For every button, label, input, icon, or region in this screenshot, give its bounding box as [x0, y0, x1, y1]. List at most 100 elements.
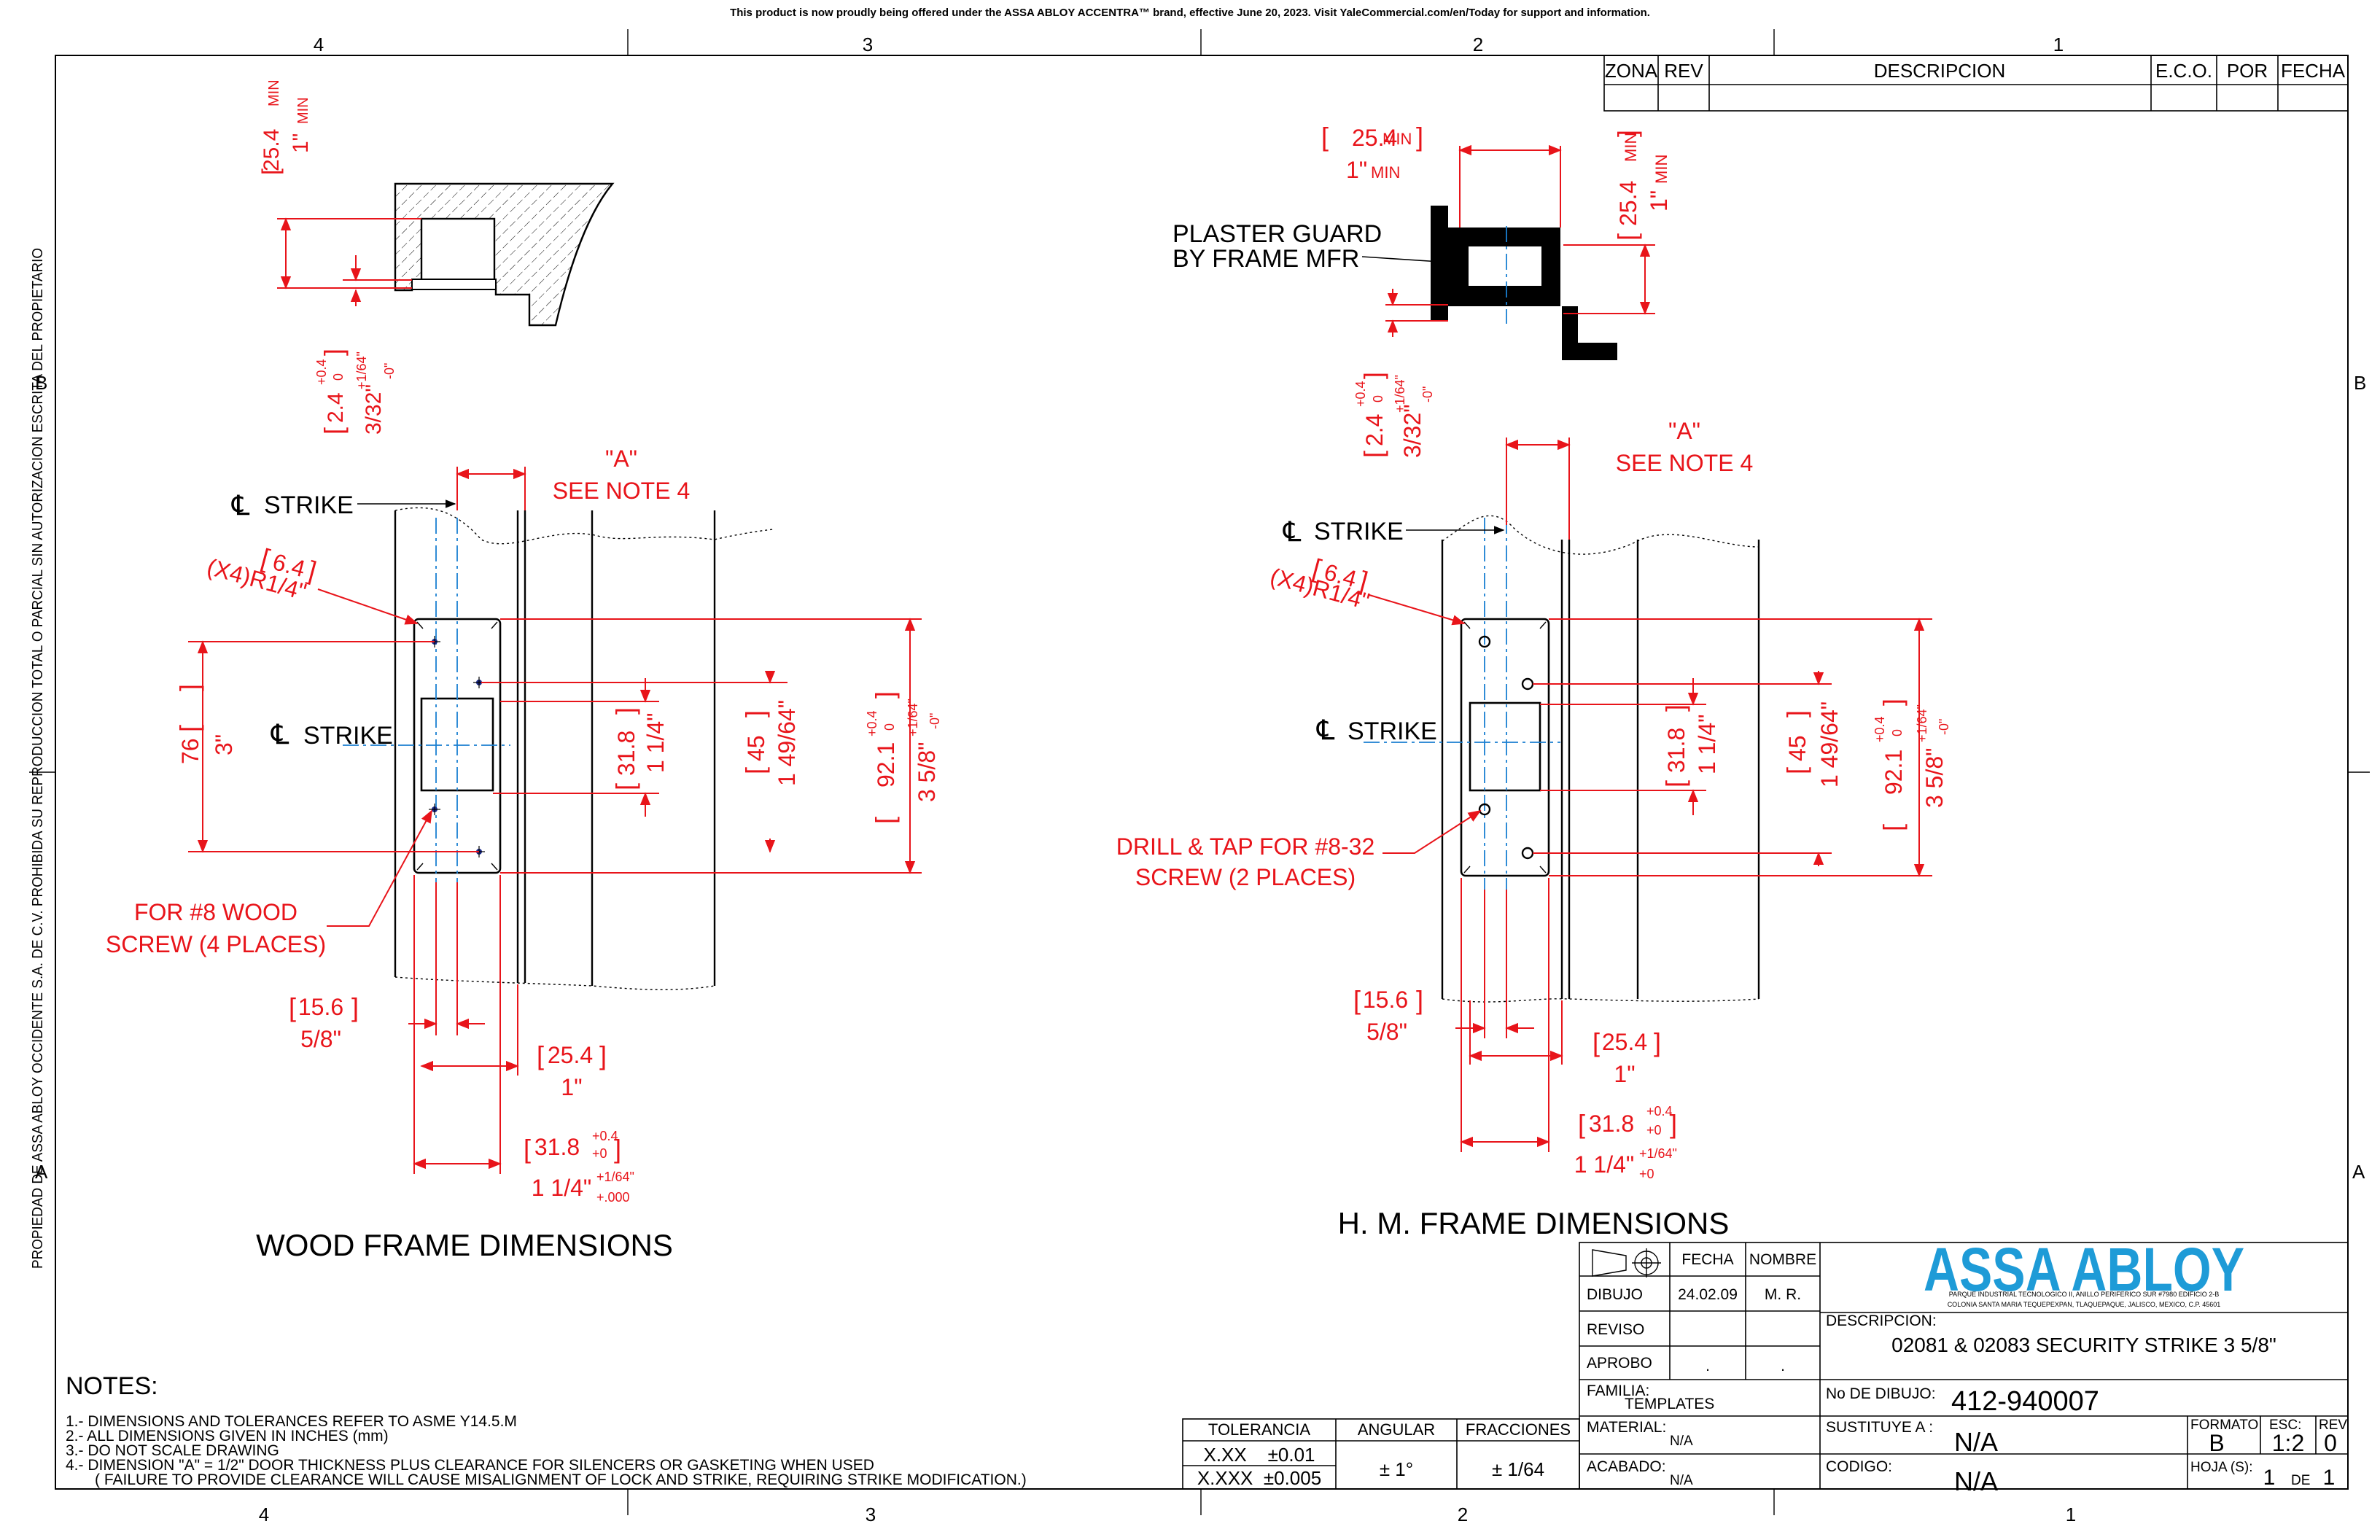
- tb-dibujo-label: DIBUJO: [1587, 1286, 1643, 1303]
- hm-d45-bracket-top: [: [1781, 767, 1811, 774]
- hm-top-dim-mm: 25.4: [1352, 125, 1397, 151]
- tb-descripcion-label: DESCRIPCION:: [1826, 1312, 1937, 1329]
- tb-nombre-header: NOMBRE: [1749, 1251, 1816, 1268]
- wood-lip-bracket-bottom: ]: [319, 349, 349, 356]
- tb-sustituye-label: SUSTITUYE A :: [1826, 1419, 1933, 1436]
- wood-lip-tol-in-minus: -0": [382, 363, 397, 379]
- property-notice: PROPIEDAD DE ASSA ABLOY OCCIDENTE S.A. D…: [30, 248, 46, 1269]
- hm-plaster-guard-2: BY FRAME MFR: [1172, 245, 1359, 273]
- wood-w15-mm: 15.6: [298, 994, 343, 1020]
- hm-w31-tol-mm-plus: +0.4: [1646, 1104, 1673, 1119]
- wood-w25-bracket-l: [: [537, 1041, 544, 1070]
- tb-rev-value: 0: [2324, 1430, 2337, 1456]
- tb-acabado-value: N/A: [1670, 1473, 1693, 1488]
- rev-col-eco: E.C.O.: [2155, 60, 2212, 82]
- hm-d31-in: 1 1/4": [1694, 714, 1720, 774]
- wood-w31-tol-mm-plus: +0.4: [592, 1129, 618, 1143]
- wood-w31-tol-in-plus: +1/64": [596, 1170, 634, 1184]
- tb-dibujo-fecha: 24.02.09: [1678, 1286, 1738, 1303]
- hm-w25-mm: 25.4: [1602, 1029, 1647, 1055]
- tb-aprobo-fecha: .: [1706, 1358, 1710, 1374]
- notes-heading: NOTES:: [66, 1372, 158, 1400]
- tol-angular: ± 1°: [1380, 1458, 1413, 1480]
- zone-right-a: A: [2352, 1161, 2365, 1183]
- zone-bottom-3: 3: [866, 1504, 876, 1525]
- hm-lip-bracket-bottom: ]: [1358, 372, 1388, 379]
- zone-bottom-1: 1: [2066, 1504, 2076, 1525]
- hm-d92-in: 3 5/8": [1921, 747, 1948, 808]
- hm-d31-mm: 31.8: [1663, 728, 1689, 773]
- wood-d45-in: 1 49/64": [774, 700, 800, 786]
- hm-d92-mm: 92.1: [1881, 750, 1907, 795]
- wood-see-note: SEE NOTE 4: [553, 478, 691, 504]
- tb-address-2: COLONIA SANTA MARIA TEQUEPEXPAN, TLAQUEP…: [1948, 1301, 2221, 1308]
- wood-top-dim-in-min: MIN: [295, 97, 311, 124]
- hm-w25-in: 1": [1614, 1061, 1635, 1087]
- wood-w31-tol-mm-zero: +0: [592, 1146, 607, 1161]
- wood-w15-bracket-r: ]: [351, 992, 359, 1022]
- hm-lip-tol-in-plus: +1/64": [1393, 375, 1407, 413]
- hm-section-view: PLASTER GUARD BY FRAME MFR 25.4 MIN [ ] …: [1172, 122, 1672, 458]
- hm-see-note: SEE NOTE 4: [1616, 450, 1754, 476]
- wood-w31-in: 1 1/4": [532, 1175, 592, 1201]
- hm-top-dim-bracket-l: [: [1321, 122, 1329, 152]
- tb-formato-label: FORMATO: [2190, 1418, 2258, 1433]
- rev-col-rev: REV: [1664, 60, 1703, 82]
- tol-xxx: X.XXX ±0.005: [1197, 1467, 1321, 1489]
- zone-left-a: A: [35, 1161, 48, 1183]
- zone-top-1: 1: [2053, 34, 2064, 55]
- hm-cl-symbol-mid: ℄: [1316, 715, 1335, 746]
- hm-lip-mm: 2.4: [1361, 414, 1388, 446]
- wood-d92-tol-mm-plus: +0.4: [865, 710, 879, 736]
- tb-descripcion-value: 02081 & 02083 SECURITY STRIKE 3 5/8": [1891, 1334, 2276, 1356]
- tol-header-tolerancia: TOLERANCIA: [1208, 1420, 1311, 1439]
- wood-w31-tol-in-minus: +.000: [596, 1190, 630, 1205]
- tb-material-label: MATERIAL:: [1587, 1419, 1666, 1436]
- wood-d76-bracket-top: [: [174, 725, 204, 732]
- hm-dim-a: "A": [1668, 418, 1700, 444]
- wood-lip-in: 3/32": [362, 384, 386, 435]
- wood-dim-a: "A": [605, 446, 637, 472]
- wood-d31-bracket-top: [: [610, 783, 640, 790]
- wood-w31-bracket-l: [: [524, 1134, 531, 1164]
- hm-w25-bracket-r: ]: [1654, 1027, 1661, 1057]
- wood-cl-symbol-mid: ℄: [271, 720, 289, 750]
- wood-d92-bracket-bottom: ]: [870, 691, 900, 699]
- tb-esc-label: ESC:: [2269, 1418, 2301, 1433]
- wood-section-view: 25.4 [ MIN 1" MIN 2.4 +0.4 0 3/32" +1/64…: [257, 79, 615, 435]
- hm-d92-tol-in-plus: +1/64": [1915, 704, 1929, 742]
- hm-top-dim-mm-min: MIN: [1382, 130, 1412, 148]
- hm-d92-tol-mm-zero: 0: [1890, 729, 1905, 736]
- wood-d31-bracket-bottom: ]: [610, 707, 640, 715]
- tb-dibujo-nombre: M. R.: [1765, 1286, 1801, 1303]
- zone-bottom-4: 4: [259, 1504, 269, 1525]
- tol-xx: X.XX ±0.01: [1203, 1444, 1315, 1466]
- wood-d31-mm: 31.8: [613, 731, 639, 776]
- tb-aprobo-label: APROBO: [1587, 1355, 1652, 1372]
- tb-no-dibujo-value: 412-940007: [1951, 1386, 2099, 1417]
- hm-top-dim-in-min: MIN: [1371, 163, 1400, 182]
- wood-d92-in: 3 5/8": [914, 742, 940, 802]
- hm-d31-bracket-top: [: [1660, 780, 1690, 788]
- wood-d45-bracket-top: [: [740, 767, 770, 774]
- hm-d92-bracket-bottom: ]: [1878, 699, 1908, 706]
- hm-w31-bracket-l: [: [1578, 1109, 1585, 1139]
- hm-side-dim-min: MIN: [1622, 133, 1640, 162]
- tb-codigo-value: N/A: [1954, 1466, 1998, 1496]
- projection-symbol-icon: [1592, 1248, 1661, 1278]
- wood-top-dim-min: MIN: [266, 79, 282, 106]
- hm-d31-bracket-bottom: ]: [1660, 704, 1690, 712]
- hm-side-bracket-top: [: [1612, 233, 1642, 241]
- wood-screw-note-1: FOR #8 WOOD: [134, 899, 298, 925]
- wood-lip-tol-mm-zero: 0: [331, 373, 346, 381]
- wood-w31-mm: 31.8: [534, 1134, 580, 1160]
- zone-bottom-2: 2: [1458, 1504, 1468, 1525]
- hm-cl-strike-mid: STRIKE: [1348, 718, 1437, 745]
- wood-w25-bracket-r: ]: [599, 1041, 607, 1070]
- zone-top-4: 4: [314, 34, 324, 55]
- wood-lip-bracket-top: [: [319, 427, 349, 435]
- zone-left-b: B: [35, 372, 47, 394]
- tb-fecha-header: FECHA: [1681, 1251, 1733, 1268]
- wood-d76-in: 3": [211, 734, 237, 755]
